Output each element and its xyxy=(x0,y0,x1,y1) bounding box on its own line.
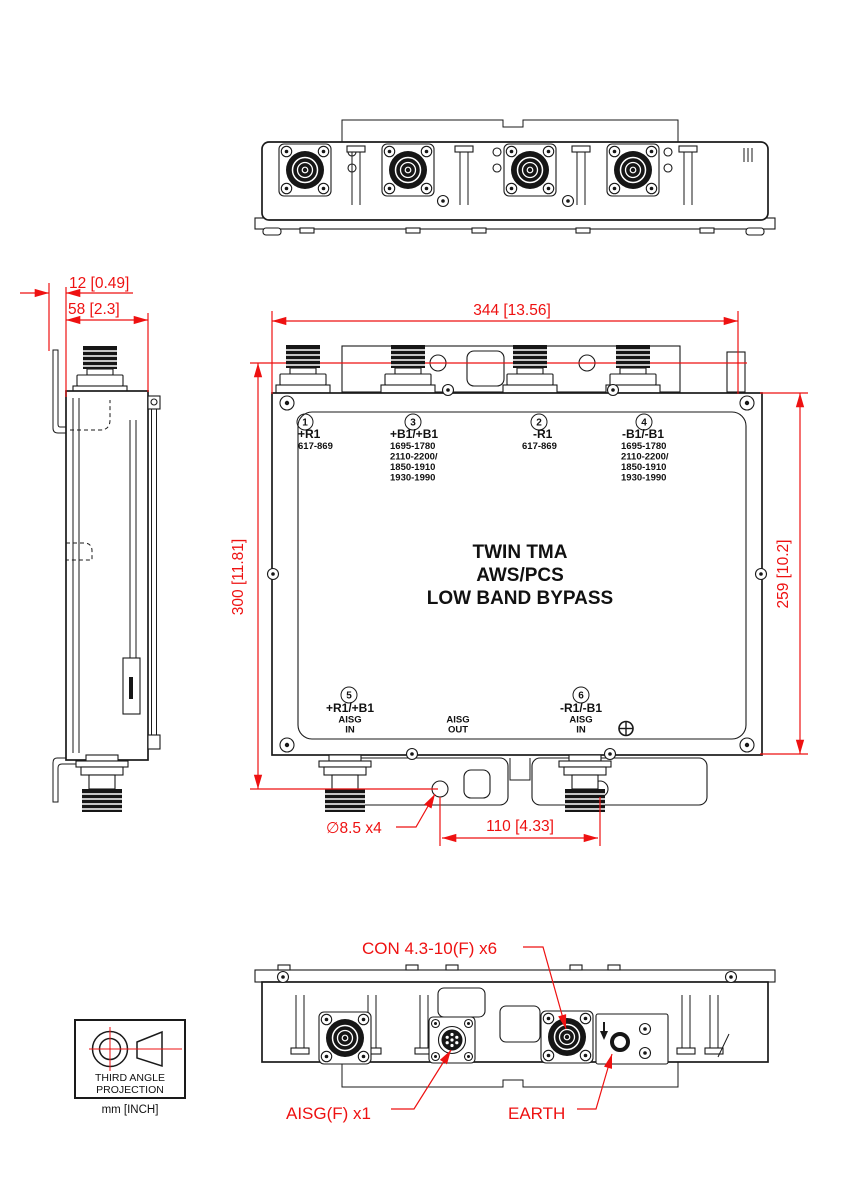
projection-symbol: THIRD ANGLE PROJECTION mm [INCH] xyxy=(74,1019,186,1116)
rf-connector xyxy=(606,143,660,197)
faceplate-labels: 1 +R1 617-869 3 +B1/+B1 1695-1780 2110-2… xyxy=(296,413,669,737)
dim-mount-hole: ∅8.5 x4 xyxy=(326,820,382,837)
port2-number: 2 xyxy=(536,418,542,429)
product-title-line3: LOW BAND BYPASS xyxy=(427,588,613,609)
port-number-circle xyxy=(340,686,358,704)
port1-name: +R1 xyxy=(298,427,321,441)
mounting-bracket-plate xyxy=(341,1060,679,1088)
port6-in: IN xyxy=(576,725,586,736)
rf-connector xyxy=(278,143,332,197)
port-number-circle xyxy=(530,413,548,431)
side-view xyxy=(52,345,161,813)
dim-height-body: 259 [10.2] xyxy=(775,540,792,609)
port4-freq: 1850-1910 xyxy=(621,462,666,473)
mount-arm-bottom xyxy=(52,757,120,803)
port-number-circle xyxy=(572,686,590,704)
port6-aisg: AISG xyxy=(569,715,592,726)
port6-number: 6 xyxy=(578,691,584,702)
port4-freq: 1695-1780 xyxy=(621,441,666,452)
port3-freq: 2110-2200/ xyxy=(390,452,438,463)
rf-connector xyxy=(318,1011,372,1065)
rf-connector xyxy=(275,344,331,399)
dim-hole-spacing: 110 [4.33] xyxy=(486,818,554,835)
corner-screw xyxy=(279,737,295,753)
port3-freq: 1930-1990 xyxy=(390,473,435,484)
faceplate-panel xyxy=(297,411,747,740)
port2-name: -R1 xyxy=(533,427,553,441)
dimension-layer: 12 [0.49] 58 [2.3] 344 [13.56] 300 [11.8… xyxy=(20,275,808,1123)
callout-earth: EARTH xyxy=(508,1104,565,1123)
units-label: mm [INCH] xyxy=(102,1104,159,1116)
corner-screw xyxy=(279,395,295,411)
callout-rf-connectors: CON 4.3-10(F) x6 xyxy=(362,939,497,958)
port5-number: 5 xyxy=(346,691,352,702)
port5-name: +R1/+B1 xyxy=(326,701,374,715)
bottom-bracket-plate xyxy=(531,757,708,806)
port1-freq: 617-869 xyxy=(298,441,333,452)
port6-name: -R1/-B1 xyxy=(560,701,602,715)
port-number-circle xyxy=(296,413,314,431)
earth-symbol-icon xyxy=(618,720,634,737)
bottom-view xyxy=(254,964,776,1088)
port-number-circle xyxy=(404,413,422,431)
earth-stud xyxy=(595,1013,669,1065)
product-title-line2: AWS/PCS xyxy=(476,565,564,586)
dim-bracket-offset: 12 [0.49] xyxy=(69,275,129,292)
callout-aisg: AISG(F) x1 xyxy=(286,1104,371,1123)
projection-label-line1: THIRD ANGLE xyxy=(95,1072,165,1084)
port3-number: 3 xyxy=(410,418,416,429)
port4-number: 4 xyxy=(641,418,647,429)
rf-connector xyxy=(503,143,557,197)
dim-depth: 58 [2.3] xyxy=(68,301,120,318)
top-view xyxy=(254,119,776,236)
dim-width: 344 [13.56] xyxy=(473,302,551,319)
earth-leader xyxy=(577,1053,613,1110)
rf-connector xyxy=(540,1010,594,1064)
con-leader xyxy=(523,946,567,1030)
port4-freq: 1930-1990 xyxy=(621,473,666,484)
screw xyxy=(561,194,575,208)
corner-screw xyxy=(739,737,755,753)
port5-in: IN xyxy=(345,725,355,736)
aisg-connector xyxy=(428,1016,476,1064)
hole-leader xyxy=(396,793,436,828)
aisg-out-label2: OUT xyxy=(448,725,468,736)
product-title-line1: TWIN TMA xyxy=(473,542,568,563)
aisg-out-label1: AISG xyxy=(446,715,469,726)
port-number-circle xyxy=(635,413,653,431)
down-arrow-icon xyxy=(600,1031,608,1040)
mounting-bracket-plate xyxy=(341,119,679,150)
aisg-leader xyxy=(391,1049,452,1110)
port3-freq: 1695-1780 xyxy=(390,441,435,452)
port2-freq: 617-869 xyxy=(522,441,557,452)
port1-number: 1 xyxy=(302,418,308,429)
screw xyxy=(436,194,450,208)
front-view: 1 +R1 617-869 3 +B1/+B1 1695-1780 2110-2… xyxy=(250,344,768,813)
port5-aisg: AISG xyxy=(338,715,361,726)
port3-freq: 1850-1910 xyxy=(390,462,435,473)
rf-connector xyxy=(381,143,435,197)
corner-screw xyxy=(739,395,755,411)
port4-name: -B1/-B1 xyxy=(622,427,664,441)
projection-label-line2: PROJECTION xyxy=(96,1084,164,1096)
dim-height-overall: 300 [11.81] xyxy=(230,539,247,615)
rf-connector xyxy=(75,754,129,813)
port4-freq: 2110-2200/ xyxy=(621,452,669,463)
port3-name: +B1/+B1 xyxy=(390,427,438,441)
